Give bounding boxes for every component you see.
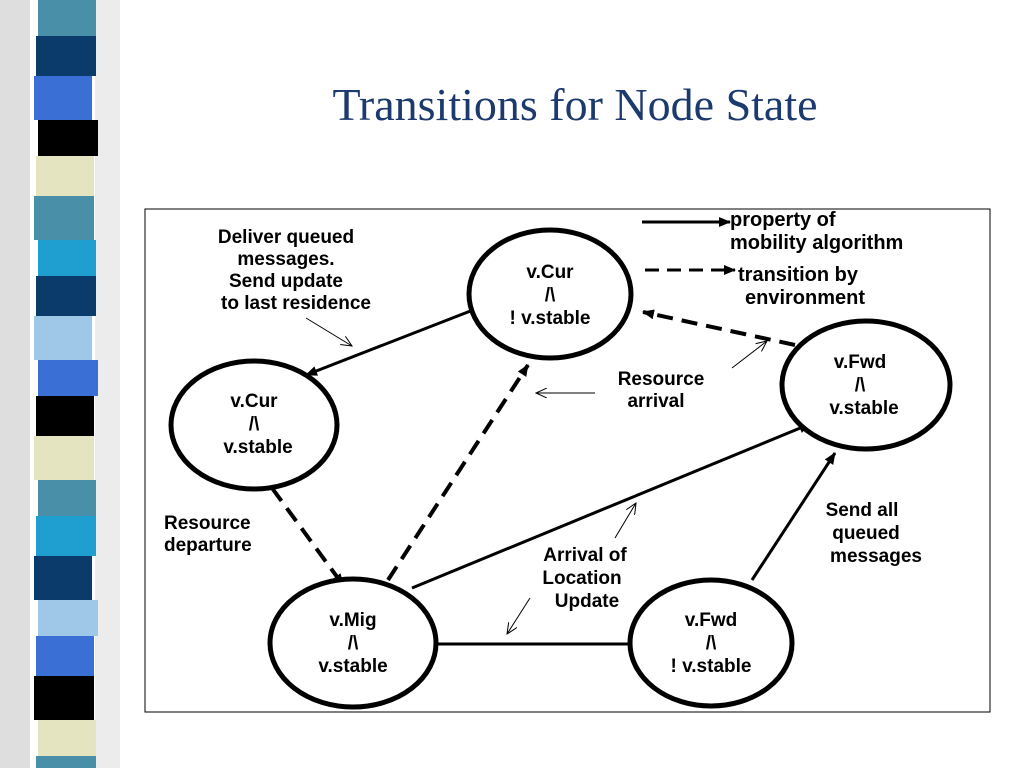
stripe-band [38,600,98,636]
label-deliver-line4: to last residence [221,293,371,314]
legend-dashed-line1: transition by [738,264,859,286]
node-right-line3: v.stable [829,398,898,419]
edge-left-to-mig [270,486,345,587]
label-deliver: Deliver queued messages. Send update to … [218,227,371,314]
stripe-band [36,36,96,76]
node-top-line1: v.Cur [526,262,574,283]
label-resource-departure: Resource departure [164,513,252,556]
stripe-band [38,360,98,396]
stripe-band [34,436,94,480]
pointer-deliver [305,317,352,346]
label-resource-departure-line1: Resource [164,513,251,534]
node-bottom-right-line3: ! v.stable [671,656,752,677]
node-bottom-left-line3: v.stable [318,656,387,677]
stripe-band [36,756,96,768]
node-bottom-left-line2: /\ [348,633,359,654]
label-send-all-line2: queued [832,523,900,544]
edge-mig-to-top [386,363,530,582]
stripe-band [36,156,94,196]
pointer-arrival-update-1 [614,503,636,539]
node-left-line2: /\ [249,414,260,435]
legend-solid-line1: property of [730,209,836,231]
edge-top-to-left [305,308,474,377]
node-bottom-right-line2: /\ [706,633,717,654]
node-bottom-right-line1: v.Fwd [685,610,737,631]
stripe-band [38,720,96,756]
label-arrival-update-line3: Update [555,591,619,612]
label-resource-arrival-line1: Resource [618,369,705,390]
stripe-band [36,636,94,676]
decorative-stripe [0,0,120,768]
label-arrival-update-line2: Location [542,568,621,589]
label-resource-arrival-line2: arrival [627,391,684,412]
state-node-right: v.Fwd /\ v.stable [779,318,953,452]
node-bottom-left-line1: v.Mig [329,610,376,631]
legend-dashed-line2: environment [745,287,865,309]
label-deliver-line3: Send update [229,271,343,292]
label-arrival-update: Arrival of Location Update [542,545,627,612]
stripe-band [36,276,96,316]
edge-right-to-top [642,309,796,347]
node-right-line2: /\ [855,375,866,396]
stripe-band [34,676,94,720]
stripe-band [38,480,96,516]
state-node-left: v.Cur /\ v.stable [168,358,340,492]
slide-title: Transitions for Node State [332,79,818,130]
edge-mig-to-right [411,422,811,590]
label-send-all-line1: Send all [826,500,899,521]
state-node-bottom-left: v.Mig /\ v.stable [267,576,439,710]
stripe-band [34,316,92,360]
state-node-bottom-right: v.Fwd /\ ! v.stable [627,577,795,709]
pointer-resource-arrival-2 [731,341,767,369]
node-top-line3: ! v.stable [510,308,591,329]
stripe-band [38,240,96,276]
node-top-line2: /\ [545,285,556,306]
label-arrival-update-line1: Arrival of [543,545,627,566]
stripe-band [38,0,96,36]
label-send-all-line3: messages [830,546,922,567]
label-deliver-line2: messages. [237,249,334,270]
pointer-arrival-update-2 [507,597,531,634]
label-resource-arrival: Resource arrival [618,369,705,412]
label-send-all: Send all queued messages [826,500,922,567]
node-left-line3: v.stable [223,437,292,458]
stripe-band [34,196,94,240]
state-node-top: v.Cur /\ ! v.stable [466,227,634,361]
stripe-band [36,516,96,556]
legend-solid-line2: mobility algorithm [730,232,903,254]
stripe-band [38,120,98,156]
stripe-band [34,556,92,600]
stripe-band [34,76,92,120]
node-left-line1: v.Cur [230,391,278,412]
label-deliver-line1: Deliver queued [218,227,354,248]
stripe-band [36,396,94,436]
edge-fwd-to-right [750,452,837,581]
node-right-line1: v.Fwd [834,352,886,373]
label-resource-departure-line2: departure [164,535,252,556]
